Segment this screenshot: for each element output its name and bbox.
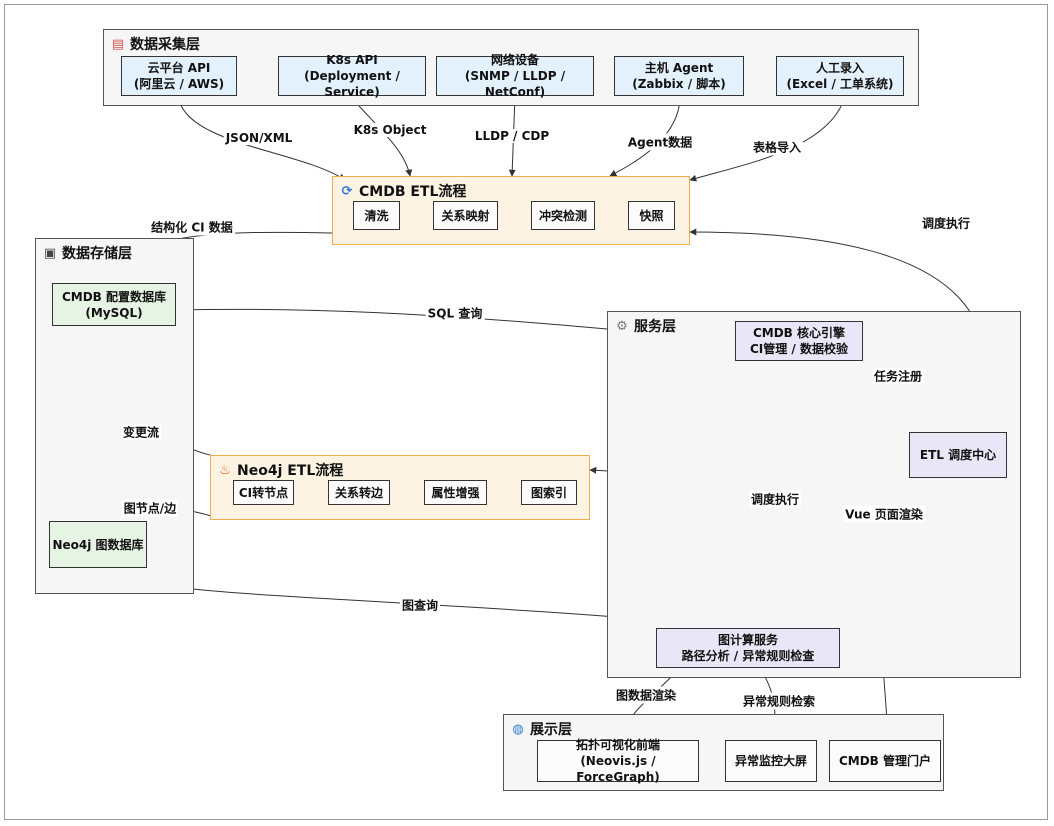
gear-icon: ⚙ — [616, 318, 628, 334]
node-cmdb-database-subtitle: (MySQL) — [85, 305, 143, 320]
edge-label-table-import: 表格导入 — [750, 138, 804, 156]
node-neo4j-database-label: Neo4j 图数据库 — [52, 537, 144, 552]
node-cmdb-core-engine-subtitle: CI管理 / 数据校验 — [749, 342, 848, 356]
node-k8s-api-title: K8s API — [326, 53, 378, 67]
node-k8s-api-subtitle: (Deployment / Service) — [304, 69, 400, 99]
node-host-agent[interactable]: 主机 Agent (Zabbix / 脚本) — [614, 56, 744, 96]
node-network-device-subtitle: (SNMP / LLDP / NetConf) — [464, 69, 566, 99]
edge-label-sched-exec-mid: 调度执行 — [748, 490, 802, 508]
node-relation-to-edge-label: 关系转边 — [334, 485, 383, 500]
node-etl-scheduler-label: ETL 调度中心 — [919, 448, 997, 462]
node-conflict-detect-label: 冲突检测 — [538, 208, 587, 223]
node-cloud-api-subtitle: (阿里云 / AWS) — [133, 77, 225, 91]
node-manual-entry-subtitle: (Excel / 工单系统) — [786, 77, 894, 91]
group-storage-title: ▣ 数据存储层 — [42, 243, 132, 263]
node-cmdb-portal-label: CMDB 管理门户 — [838, 754, 932, 768]
node-topology-frontend-subtitle: (Neovis.js / ForceGraph) — [576, 754, 660, 784]
node-topology-frontend-title: 拓扑可视化前端 — [575, 738, 660, 752]
node-relation-to-edge[interactable]: 关系转边 — [328, 480, 390, 505]
edge-label-k8s-object: K8s Object — [351, 123, 429, 137]
node-cloud-api-title: 云平台 API — [147, 61, 211, 75]
edge-label-graph-node-edge: 图节点/边 — [121, 499, 179, 517]
edge-label-sql-query: SQL 查询 — [425, 304, 485, 322]
node-manual-entry-title: 人工录入 — [815, 61, 864, 75]
floppy-disk-icon: ▣ — [43, 245, 57, 261]
group-storage-label: 数据存储层 — [62, 246, 132, 262]
node-network-device[interactable]: 网络设备 (SNMP / LLDP / NetConf) — [436, 53, 594, 99]
group-display-title: ◍ 展示层 — [510, 719, 572, 739]
node-clean[interactable]: 清洗 — [353, 201, 400, 230]
globe-icon: ◍ — [512, 721, 524, 737]
edge-label-json-xml: JSON/XML — [223, 131, 295, 145]
edge-label-agent-data: Agent数据 — [625, 133, 695, 151]
diagram-frame — [4, 4, 1048, 820]
edge-label-lldp-cdp: LLDP / CDP — [472, 129, 552, 143]
node-clean-label: 清洗 — [364, 208, 389, 223]
node-ci-to-node[interactable]: CI转节点 — [233, 480, 294, 505]
edge-label-anomaly-search: 异常规则检索 — [740, 692, 818, 710]
node-attribute-enhance-label: 属性增强 — [431, 485, 480, 500]
group-cmdb-etl-title: ⟳ CMDB ETL流程 — [339, 181, 467, 201]
edge-k8s-to-etl — [349, 95, 413, 177]
group-collect-label: 数据采集层 — [130, 37, 200, 53]
node-cloud-api[interactable]: 云平台 API (阿里云 / AWS) — [121, 56, 237, 96]
edge-label-structured-ci: 结构化 CI 数据 — [149, 218, 235, 236]
node-k8s-api[interactable]: K8s API (Deployment / Service) — [278, 53, 426, 99]
group-neo4j-etl-label: Neo4j ETL流程 — [237, 463, 344, 479]
node-relation-mapping-label: 关系映射 — [441, 208, 490, 223]
group-service: ⚙ 服务层 — [607, 311, 1021, 678]
node-manual-entry[interactable]: 人工录入 (Excel / 工单系统) — [776, 56, 904, 96]
node-attribute-enhance[interactable]: 属性增强 — [424, 480, 487, 505]
edge-label-sched-exec-top: 调度执行 — [919, 214, 973, 232]
node-neo4j-database[interactable]: Neo4j 图数据库 — [49, 521, 147, 568]
edge-label-vue-render: Vue 页面渲染 — [843, 505, 925, 523]
node-anomaly-dashboard[interactable]: 异常监控大屏 — [725, 740, 817, 782]
inbox-tray-icon: ▤ — [111, 36, 125, 52]
fire-icon: ♨ — [219, 462, 231, 478]
node-relation-mapping[interactable]: 关系映射 — [433, 201, 498, 230]
node-cmdb-portal[interactable]: CMDB 管理门户 — [829, 740, 941, 782]
node-etl-scheduler[interactable]: ETL 调度中心 — [909, 432, 1007, 478]
edge-label-change-stream: 变更流 — [120, 423, 162, 441]
node-graph-compute-service-subtitle: 路径分析 / 异常规则检查 — [681, 649, 815, 663]
group-service-title: ⚙ 服务层 — [614, 316, 676, 336]
edge-label-task-register: 任务注册 — [871, 367, 925, 385]
node-ci-to-node-label: CI转节点 — [238, 485, 289, 500]
group-display-label: 展示层 — [530, 722, 572, 738]
group-collect-title: ▤ 数据采集层 — [110, 34, 200, 54]
node-graph-index-label: 图索引 — [530, 485, 567, 500]
node-anomaly-dashboard-label: 异常监控大屏 — [734, 754, 807, 768]
node-cmdb-database-title: CMDB 配置数据库 — [61, 289, 167, 304]
node-graph-compute-service[interactable]: 图计算服务 路径分析 / 异常规则检查 — [656, 628, 840, 668]
node-snapshot-label: 快照 — [639, 208, 664, 223]
node-conflict-detect[interactable]: 冲突检测 — [531, 201, 595, 230]
node-graph-compute-service-title: 图计算服务 — [717, 633, 778, 647]
node-topology-frontend[interactable]: 拓扑可视化前端 (Neovis.js / ForceGraph) — [537, 738, 699, 784]
node-host-agent-subtitle: (Zabbix / 脚本) — [632, 77, 726, 91]
edge-label-graph-render: 图数据渲染 — [613, 686, 679, 704]
group-cmdb-etl-label: CMDB ETL流程 — [359, 184, 467, 200]
node-graph-index[interactable]: 图索引 — [521, 480, 577, 505]
group-neo4j-etl-title: ♨ Neo4j ETL流程 — [217, 460, 343, 480]
node-host-agent-title: 主机 Agent — [644, 61, 714, 75]
edge-label-graph-query: 图查询 — [399, 596, 441, 614]
node-cmdb-database[interactable]: CMDB 配置数据库 (MySQL) — [52, 283, 176, 326]
refresh-icon: ⟳ — [341, 183, 353, 199]
node-network-device-title: 网络设备 — [490, 53, 539, 67]
node-cmdb-core-engine[interactable]: CMDB 核心引擎 CI管理 / 数据校验 — [735, 321, 863, 361]
group-service-label: 服务层 — [634, 319, 676, 335]
node-cmdb-core-engine-title: CMDB 核心引擎 — [752, 326, 846, 340]
node-snapshot[interactable]: 快照 — [628, 201, 675, 230]
edge-cloud-to-etl — [177, 95, 346, 181]
